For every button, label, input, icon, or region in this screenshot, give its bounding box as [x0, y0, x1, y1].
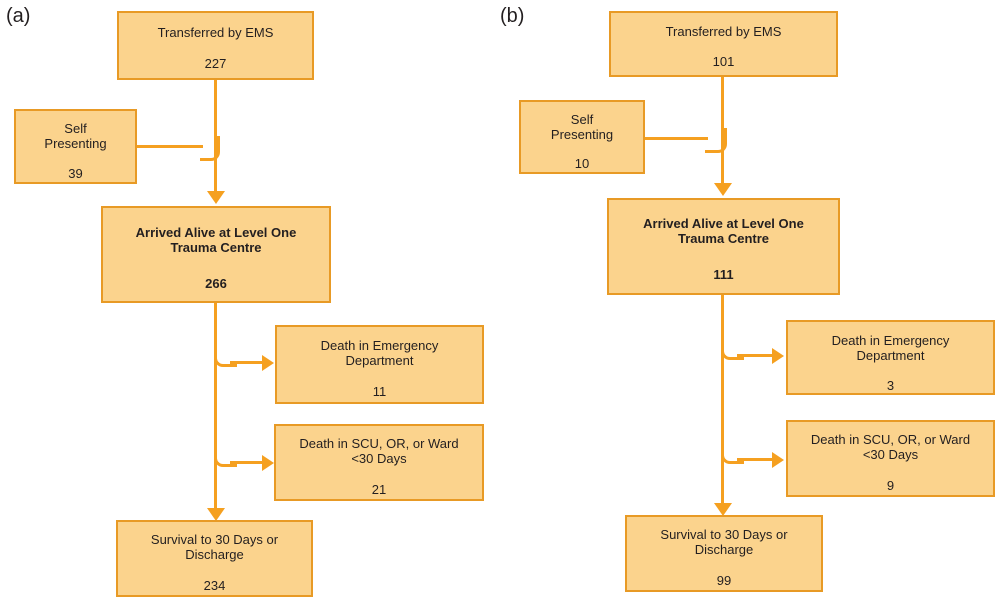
node-b-self-presenting-count: 10 — [574, 155, 590, 171]
connector-b-death-ed-horizontal — [737, 354, 773, 357]
arrowhead-b-into-arrived-alive — [714, 183, 732, 196]
arrowhead-b-into-death-ed — [772, 348, 784, 364]
node-a-death-in-emergency-department[interactable]: Death in Emergency Department 11 — [275, 325, 484, 404]
node-b-arrived-alive-count: 111 — [713, 266, 734, 282]
node-b-transferred-count: 101 — [712, 54, 735, 70]
node-b-survival-count: 99 — [716, 572, 732, 588]
connector-a-transferred-to-arrived — [214, 79, 217, 191]
arrowhead-a-into-arrived-alive — [207, 191, 225, 204]
node-b-death-scu-title: Death in SCU, OR, or Ward <30 Days — [810, 432, 971, 463]
node-b-transferred-title: Transferred by EMS — [665, 24, 782, 39]
node-a-death-scu-count: 21 — [371, 481, 387, 497]
connector-a-death-scu-horizontal — [230, 461, 264, 464]
node-b-death-scu-count: 9 — [886, 477, 895, 493]
node-a-arrived-alive-title: Arrived Alive at Level One Trauma Centre — [135, 225, 297, 256]
node-a-transferred-title: Transferred by EMS — [157, 25, 274, 40]
arrowhead-b-into-survival — [714, 503, 732, 516]
node-a-transferred-count: 227 — [204, 56, 227, 72]
panel-label-a: (a) — [6, 5, 31, 27]
arrowhead-a-into-death-ed — [262, 355, 274, 371]
node-a-self-presenting-title: Self Presenting — [44, 121, 107, 152]
connector-b-death-ed-elbow — [721, 336, 744, 360]
node-a-arrived-alive-count: 266 — [205, 275, 227, 291]
node-b-arrived-alive-title: Arrived Alive at Level One Trauma Centre — [643, 216, 804, 247]
node-a-transferred-by-ems[interactable]: Transferred by EMS 227 — [117, 11, 314, 80]
connector-a-death-ed-horizontal — [230, 361, 264, 364]
node-a-death-ed-count: 11 — [372, 383, 387, 399]
node-a-death-in-scu-or-ward[interactable]: Death in SCU, OR, or Ward <30 Days 21 — [274, 424, 484, 501]
node-a-self-presenting[interactable]: Self Presenting 39 — [14, 109, 137, 184]
connector-b-arrived-to-survival — [721, 295, 724, 505]
node-b-death-ed-count: 3 — [886, 377, 895, 393]
arrowhead-b-into-death-scu — [772, 452, 784, 468]
node-a-arrived-alive[interactable]: Arrived Alive at Level One Trauma Centre… — [101, 206, 331, 303]
node-a-survival-30-days[interactable]: Survival to 30 Days or Discharge 234 — [116, 520, 313, 597]
connector-a-death-ed-elbow — [214, 343, 237, 367]
node-b-arrived-alive[interactable]: Arrived Alive at Level One Trauma Centre… — [607, 198, 840, 295]
node-a-survival-title: Survival to 30 Days or Discharge — [150, 532, 279, 563]
node-b-self-presenting-title: Self Presenting — [550, 112, 614, 143]
node-b-survival-30-days[interactable]: Survival to 30 Days or Discharge 99 — [625, 515, 823, 592]
node-a-survival-count: 234 — [203, 577, 226, 593]
arrowhead-a-into-death-scu — [262, 455, 274, 471]
connector-b-death-scu-horizontal — [737, 458, 773, 461]
node-b-transferred-by-ems[interactable]: Transferred by EMS 101 — [609, 11, 838, 77]
connector-b-death-scu-elbow — [721, 440, 744, 464]
connector-a-self-presenting-horizontal — [137, 145, 203, 148]
arrowhead-a-into-survival — [207, 508, 225, 521]
node-b-self-presenting[interactable]: Self Presenting 10 — [519, 100, 645, 174]
connector-a-arrived-to-survival — [214, 302, 217, 510]
connector-a-death-scu-elbow — [214, 443, 237, 467]
node-a-self-presenting-count: 39 — [68, 165, 83, 181]
connector-b-self-presenting-elbow — [705, 128, 727, 153]
node-b-death-in-emergency-department[interactable]: Death in Emergency Department 3 — [786, 320, 995, 395]
connector-a-self-presenting-elbow — [200, 136, 220, 161]
node-b-death-ed-title: Death in Emergency Department — [831, 333, 950, 364]
node-b-death-in-scu-or-ward[interactable]: Death in SCU, OR, or Ward <30 Days 9 — [786, 420, 995, 497]
connector-b-self-presenting-horizontal — [645, 137, 708, 140]
panel-label-b: (b) — [500, 5, 525, 27]
node-b-survival-title: Survival to 30 Days or Discharge — [660, 527, 788, 558]
node-a-death-scu-title: Death in SCU, OR, or Ward <30 Days — [299, 436, 459, 467]
node-a-death-ed-title: Death in Emergency Department — [320, 338, 439, 369]
